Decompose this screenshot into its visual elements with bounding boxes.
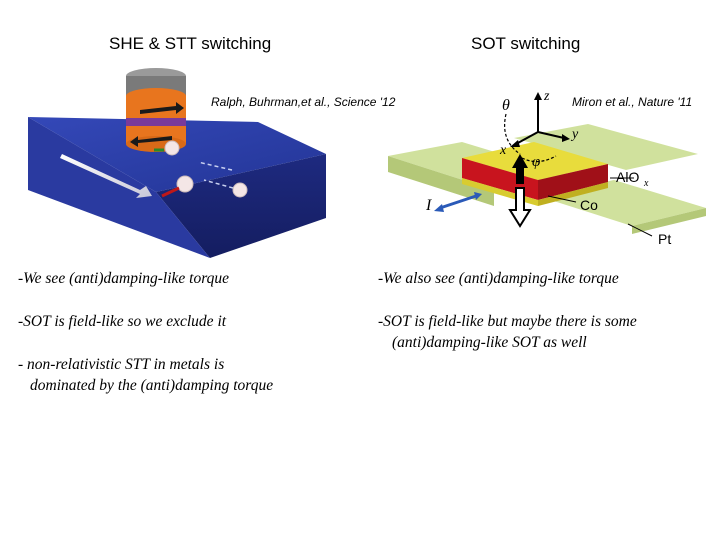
x-axis-label: x: [499, 143, 507, 158]
alox-subscript: x: [643, 178, 649, 189]
theta-label: θ: [502, 97, 510, 114]
sot-device-illustration: θ z x y φ AlO x Co Pt I: [388, 84, 708, 252]
left-bullet-3: - non-relativistic STT in metals is: [18, 356, 225, 373]
she-stt-device-illustration: [28, 62, 328, 260]
left-title: SHE & STT switching: [109, 34, 272, 53]
phi-label: φ: [532, 154, 540, 170]
right-bullet-2: -SOT is field-like but maybe there is so…: [378, 313, 637, 330]
right-citation: Miron et al., Nature '11: [572, 95, 693, 109]
left-bullet-2: -SOT is field-like so we exclude it: [18, 313, 227, 330]
y-axis-label: y: [570, 127, 579, 142]
left-bullet-3-cont: dominated by the (anti)damping torque: [30, 377, 274, 394]
left-citation: Ralph, Buhrman,et al., Science '12: [211, 95, 396, 109]
current-label: I: [425, 197, 432, 214]
right-bullet-1: -We also see (anti)damping-like torque: [378, 270, 619, 287]
co-label: Co: [580, 197, 598, 213]
right-bullet-2-cont: (anti)damping-like SOT as well: [392, 334, 587, 351]
pt-label: Pt: [658, 231, 671, 247]
alox-label: AlO: [616, 169, 639, 185]
right-title: SOT switching: [471, 34, 581, 53]
z-axis-label: z: [543, 89, 550, 104]
left-bullet-1: -We see (anti)damping-like torque: [18, 270, 230, 287]
